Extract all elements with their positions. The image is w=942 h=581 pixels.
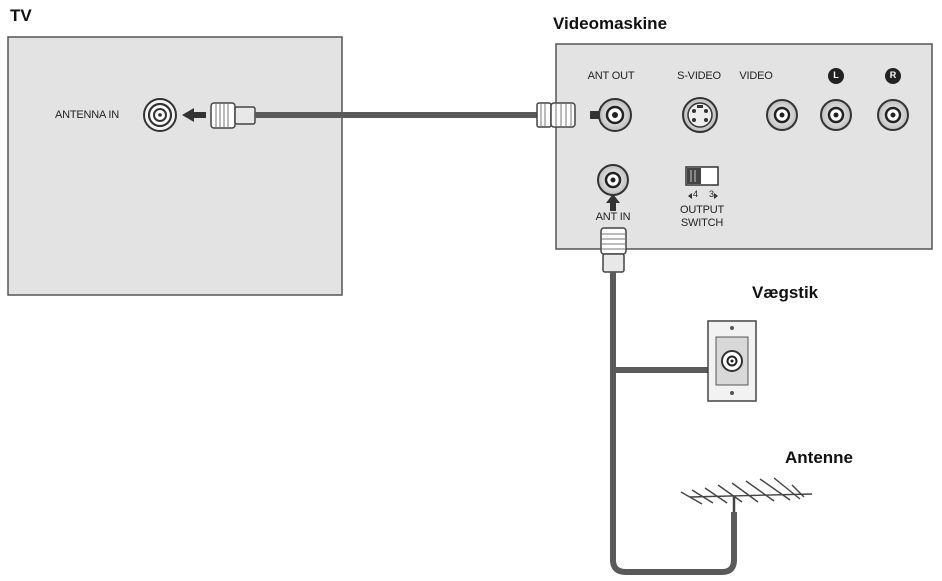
arrow-left-icon <box>182 108 206 122</box>
output-switch <box>685 166 719 199</box>
ant-out-jack <box>598 98 632 132</box>
wall-outlet-title: Vægstik <box>752 283 819 302</box>
output-switch-label-line1: OUTPUT <box>679 204 725 216</box>
audio-right-badge <box>885 68 901 84</box>
coax-cable-tv-vcr <box>255 112 538 118</box>
wall-outlet <box>707 320 757 402</box>
tv-antenna-in-label: ANTENNA IN <box>55 109 120 121</box>
vcr-title: Videomaskine <box>553 14 668 33</box>
audio-right-jack <box>877 68 909 131</box>
tv-antenna-in-jack <box>143 98 177 132</box>
coax-cable-to-antenna <box>610 512 737 575</box>
coax-plug-ant-in <box>600 227 627 273</box>
ant-in-jack <box>597 164 629 196</box>
s-video-label: S-VIDEO <box>677 70 721 82</box>
coax-plug-tv <box>210 102 256 129</box>
output-switch-label-line2: SWITCH <box>680 217 724 229</box>
tv-title: TV <box>10 6 32 25</box>
switch-pos-b-label: 3 <box>709 189 714 199</box>
ant-out-label: ANT OUT <box>587 70 635 82</box>
video-jack <box>766 99 798 131</box>
audio-right-label: R <box>889 70 897 80</box>
coax-cable-vertical <box>610 272 616 562</box>
audio-left-badge <box>828 68 844 84</box>
s-video-jack <box>682 97 718 133</box>
antenna-title: Antenne <box>785 448 853 467</box>
arrow-up-icon <box>606 194 620 211</box>
antenna-icon <box>680 477 813 512</box>
video-label: VIDEO <box>739 70 773 82</box>
coax-cable-to-wall <box>613 367 710 373</box>
audio-left-jack <box>820 68 852 131</box>
switch-pos-a-label: 4 <box>693 189 698 199</box>
vcr-panel <box>555 43 933 250</box>
audio-left-label: L <box>833 70 839 80</box>
coax-plug-vcr-out <box>536 102 576 128</box>
ant-in-label: ANT IN <box>595 211 631 223</box>
tv-panel <box>7 36 343 296</box>
